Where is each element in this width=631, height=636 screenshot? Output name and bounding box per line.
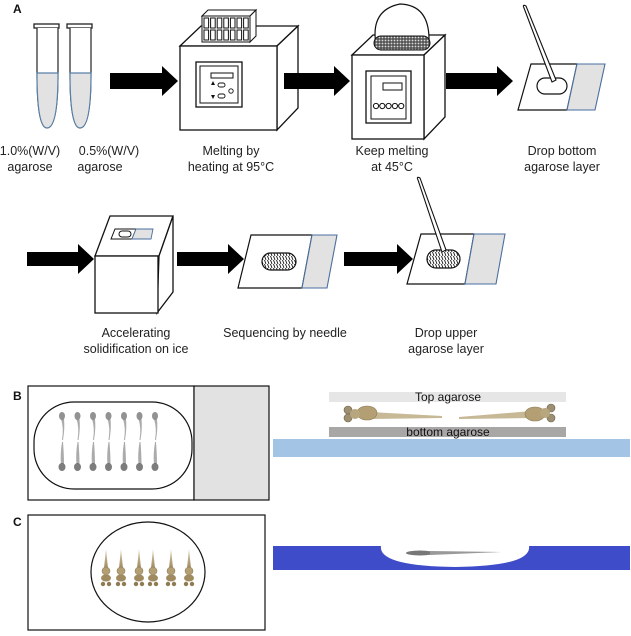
dial-icon xyxy=(391,102,398,110)
step-drop-bottom-label-line1: Drop bottom xyxy=(528,144,597,158)
larva-icon xyxy=(105,442,112,471)
larva-left-icon xyxy=(343,405,442,423)
pipette-icon xyxy=(522,4,557,83)
glass-slide xyxy=(273,439,630,457)
dial-icon xyxy=(385,102,392,110)
rack-slot xyxy=(210,17,216,29)
test-tube-2-icon xyxy=(66,23,93,129)
larva-icon xyxy=(58,442,66,471)
larvae-vertical-array xyxy=(100,549,195,587)
arrow-right-icon xyxy=(27,244,94,274)
larva-icon xyxy=(89,442,97,471)
step-melting-label-line1: Melting by xyxy=(203,144,261,158)
slide-sequencing-icon xyxy=(237,234,338,289)
larva-icon xyxy=(59,412,65,440)
larva-icon xyxy=(136,442,143,471)
larva-right-icon xyxy=(459,403,556,423)
step-ice-label-line2: solidification on ice xyxy=(84,342,189,356)
larva-icon xyxy=(105,412,112,440)
side-view-b: Top agarose bottom agarose xyxy=(273,390,630,457)
rack-slot xyxy=(243,29,249,41)
larva-icon xyxy=(120,442,128,471)
rack-slot xyxy=(203,17,210,29)
larva-icon xyxy=(147,549,159,587)
larva-icon xyxy=(74,412,81,440)
panel-label-a: A xyxy=(13,2,22,16)
slide-top-view xyxy=(27,385,270,501)
rack-slot xyxy=(236,17,243,29)
tube-rack-icon xyxy=(200,8,258,44)
slide-drop-bottom-icon xyxy=(517,4,606,111)
step-drop-bottom-label-line2: agarose layer xyxy=(524,160,600,174)
tube-2-label-line2: agarose xyxy=(77,160,122,174)
step-keep-melting-label-line2: at 45°C xyxy=(371,160,413,174)
larva-icon xyxy=(165,549,177,587)
dial-icon xyxy=(398,102,405,110)
larva-icon xyxy=(121,412,127,440)
rack-slot xyxy=(223,17,229,29)
larva-icon xyxy=(115,549,127,587)
arrow-right-icon xyxy=(110,66,178,96)
larva-icon xyxy=(133,549,145,587)
arrow-right-icon xyxy=(446,66,513,96)
bottom-agarose-layer xyxy=(329,427,566,437)
rack-slot xyxy=(216,29,223,41)
panel-label-b: B xyxy=(13,389,22,403)
tube-2-label-line1: 0.5%(W/V) xyxy=(79,144,139,158)
tube-1-label-line2: agarose xyxy=(7,160,52,174)
top-agarose-label: Top agarose xyxy=(415,390,481,404)
larva-side-icon xyxy=(406,550,502,556)
rack-slot xyxy=(229,17,236,29)
larva-icon xyxy=(183,549,195,587)
dial-icon xyxy=(372,102,380,110)
tube-1-label-line1: 1.0%(W/V) xyxy=(0,144,60,158)
arrow-right-icon xyxy=(284,66,350,96)
larva-icon xyxy=(152,412,158,440)
step-keep-melting-label-line1: Keep melting xyxy=(356,144,429,158)
step-drop-upper-label-line2: agarose layer xyxy=(408,342,484,356)
slide-drop-upper-icon xyxy=(406,176,506,285)
larva-icon xyxy=(90,412,96,440)
larva-icon xyxy=(100,549,112,587)
heating-block-icon xyxy=(178,8,300,132)
rack-slot xyxy=(203,29,210,41)
rack-slot xyxy=(236,29,243,41)
top-agarose-layer xyxy=(329,392,566,402)
pipette-icon xyxy=(416,176,447,253)
larva-icon xyxy=(151,442,159,471)
rack-slot xyxy=(210,29,216,41)
rack-slot xyxy=(223,29,229,41)
rack-slot xyxy=(243,17,249,29)
side-view-c xyxy=(273,546,630,570)
rack-slot xyxy=(216,17,223,29)
dial-icon xyxy=(379,102,386,110)
bottom-agarose-label: bottom agarose xyxy=(406,425,490,439)
step-sequencing-label: Sequencing by needle xyxy=(223,326,347,340)
water-bath-icon xyxy=(350,3,447,141)
larvae-array xyxy=(58,412,159,471)
step-drop-upper-label-line1: Drop upper xyxy=(415,326,478,340)
ice-box-icon xyxy=(94,215,174,316)
arrow-right-icon xyxy=(177,244,244,274)
step-ice-label-line1: Accelerating xyxy=(102,326,171,340)
larva-icon xyxy=(136,412,143,440)
rack-slot xyxy=(229,29,236,41)
dish-top-view xyxy=(27,514,266,631)
larva-icon xyxy=(74,442,81,471)
arrow-right-icon xyxy=(344,244,413,274)
panel-label-c: C xyxy=(13,515,22,529)
step-melting-label-line2: heating at 95°C xyxy=(188,160,274,174)
test-tube-1-icon xyxy=(33,23,60,129)
